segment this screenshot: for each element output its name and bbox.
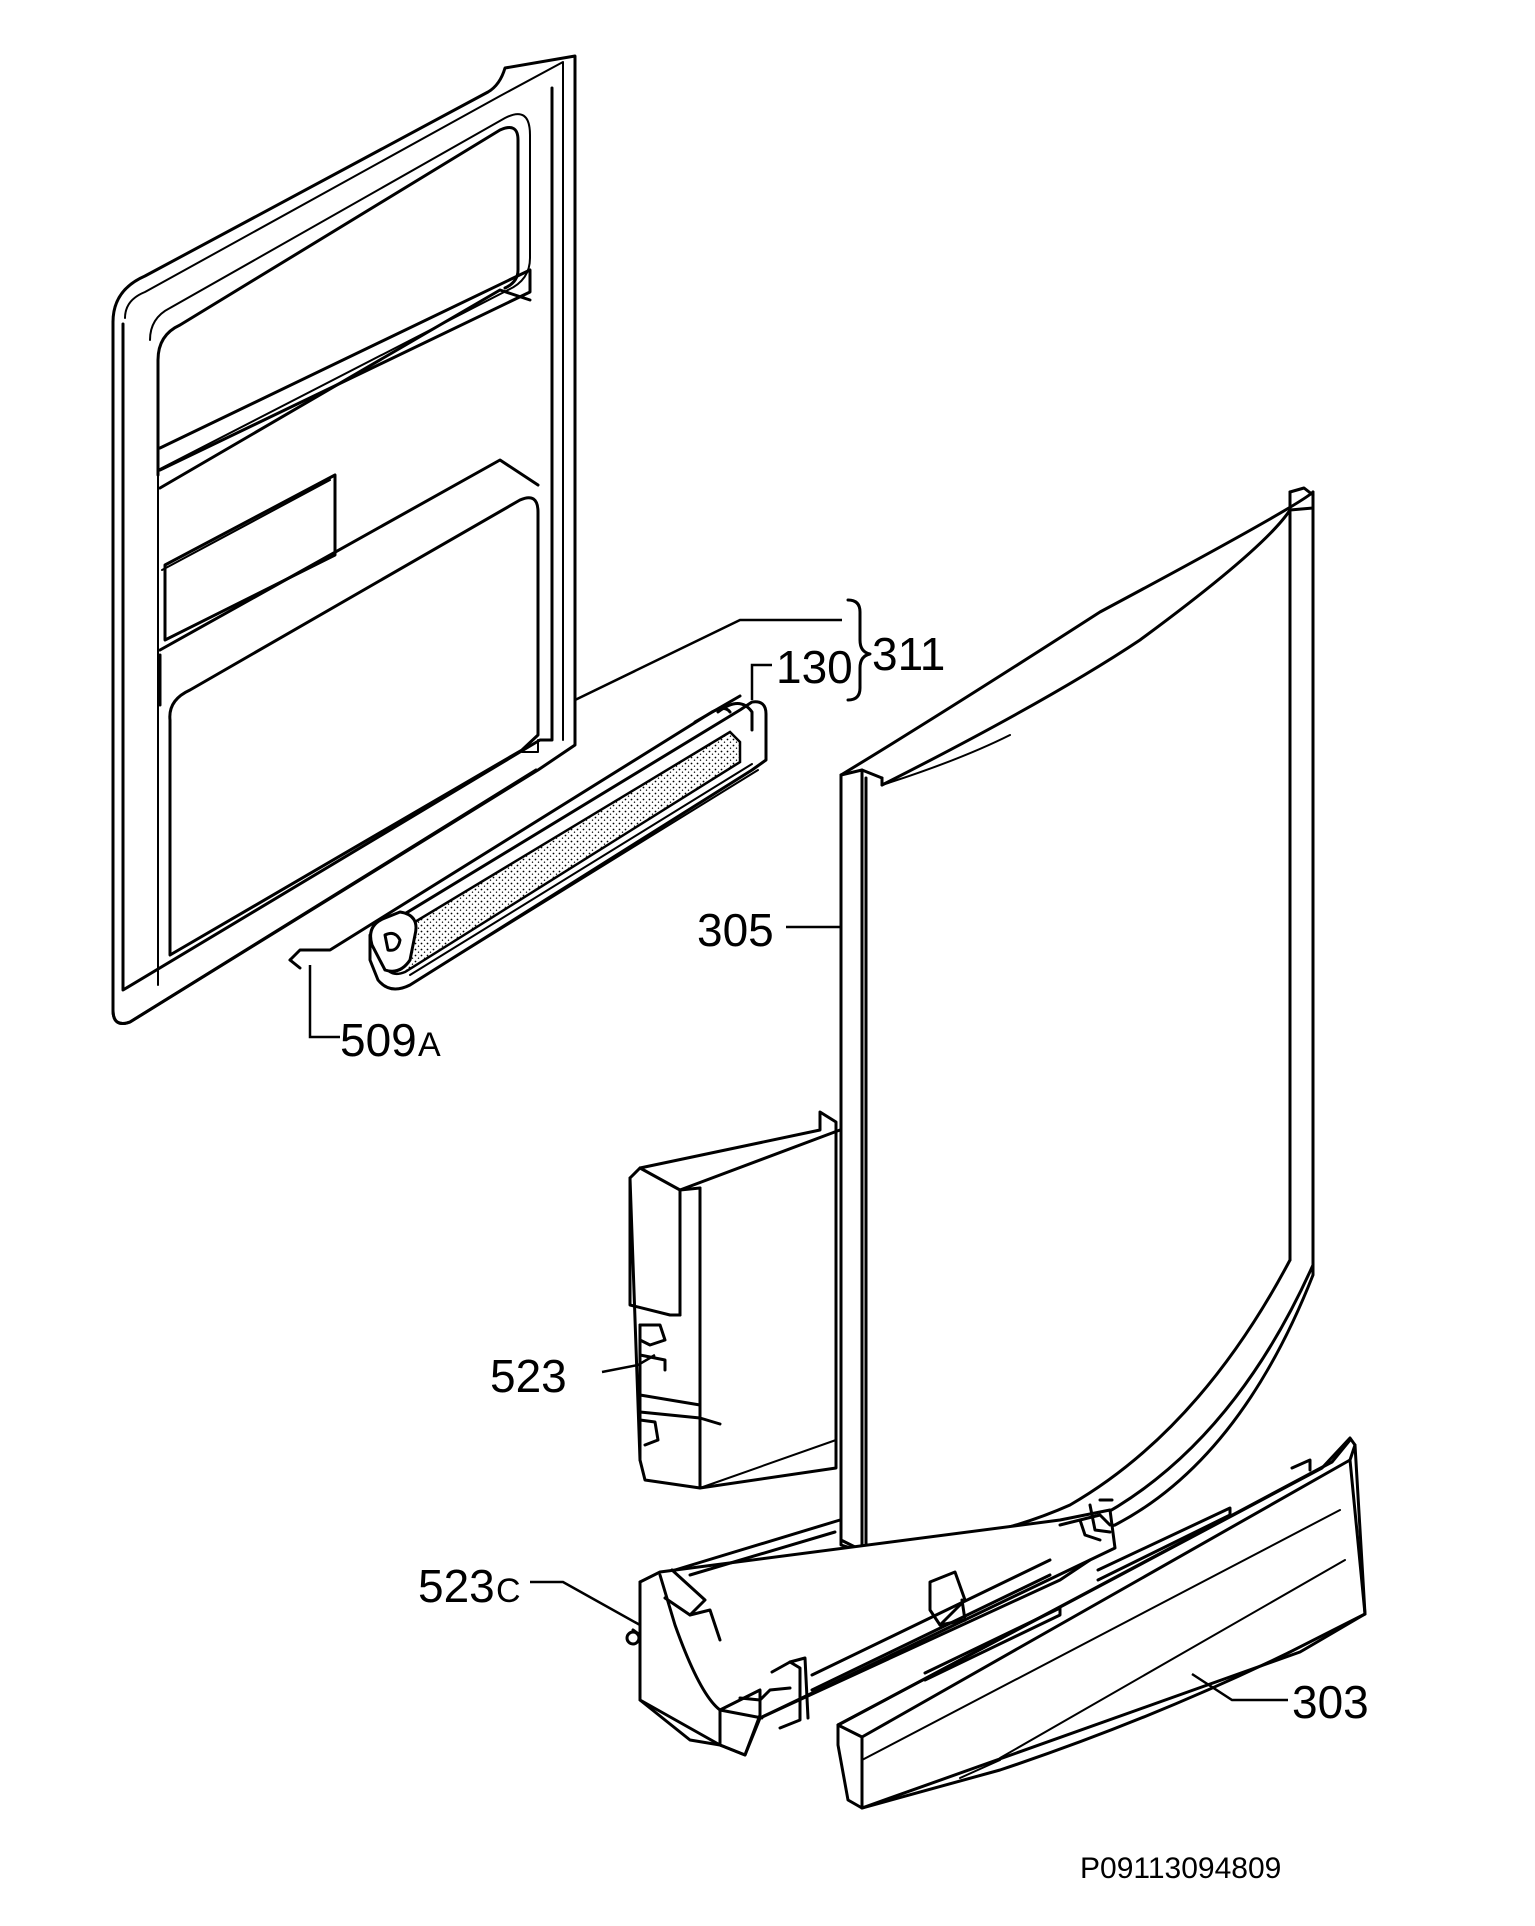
wire-hook — [288, 707, 732, 970]
callout-523c: 523 C — [418, 1560, 521, 1612]
leader-509a — [308, 965, 340, 1039]
door-seal — [368, 694, 768, 991]
callout-523: 523 — [490, 1350, 567, 1402]
callout-130: 130 — [776, 641, 853, 693]
callout-303: 303 — [1292, 1676, 1369, 1728]
callout-311: 311 — [872, 628, 945, 680]
leader-130 — [750, 663, 772, 700]
front-trim — [836, 1436, 1367, 1810]
callout-509a-number: 509 — [340, 1014, 417, 1066]
control-panel-housing — [625, 1498, 1117, 1757]
leader-523c — [530, 1580, 641, 1627]
leader-311 — [574, 618, 842, 702]
leader-lines — [308, 618, 1288, 1702]
door-bracket — [628, 1110, 842, 1490]
drawing-code: P09113094809 — [1080, 1852, 1281, 1885]
callout-523c-number: 523 — [418, 1560, 495, 1612]
callout-509a-suffix: A — [418, 1026, 441, 1064]
leader-523 — [601, 1353, 656, 1374]
inner-door-panel — [111, 54, 577, 1025]
callout-509a: 509 A — [340, 1014, 441, 1066]
callout-305: 305 — [697, 904, 774, 956]
leader-303 — [1191, 1672, 1288, 1702]
callout-523c-suffix: C — [496, 1572, 521, 1610]
group-brace — [846, 598, 872, 702]
callout-303-number: 303 — [1292, 1676, 1369, 1728]
callout-523-number: 523 — [490, 1350, 567, 1402]
callout-305-number: 305 — [697, 904, 774, 956]
